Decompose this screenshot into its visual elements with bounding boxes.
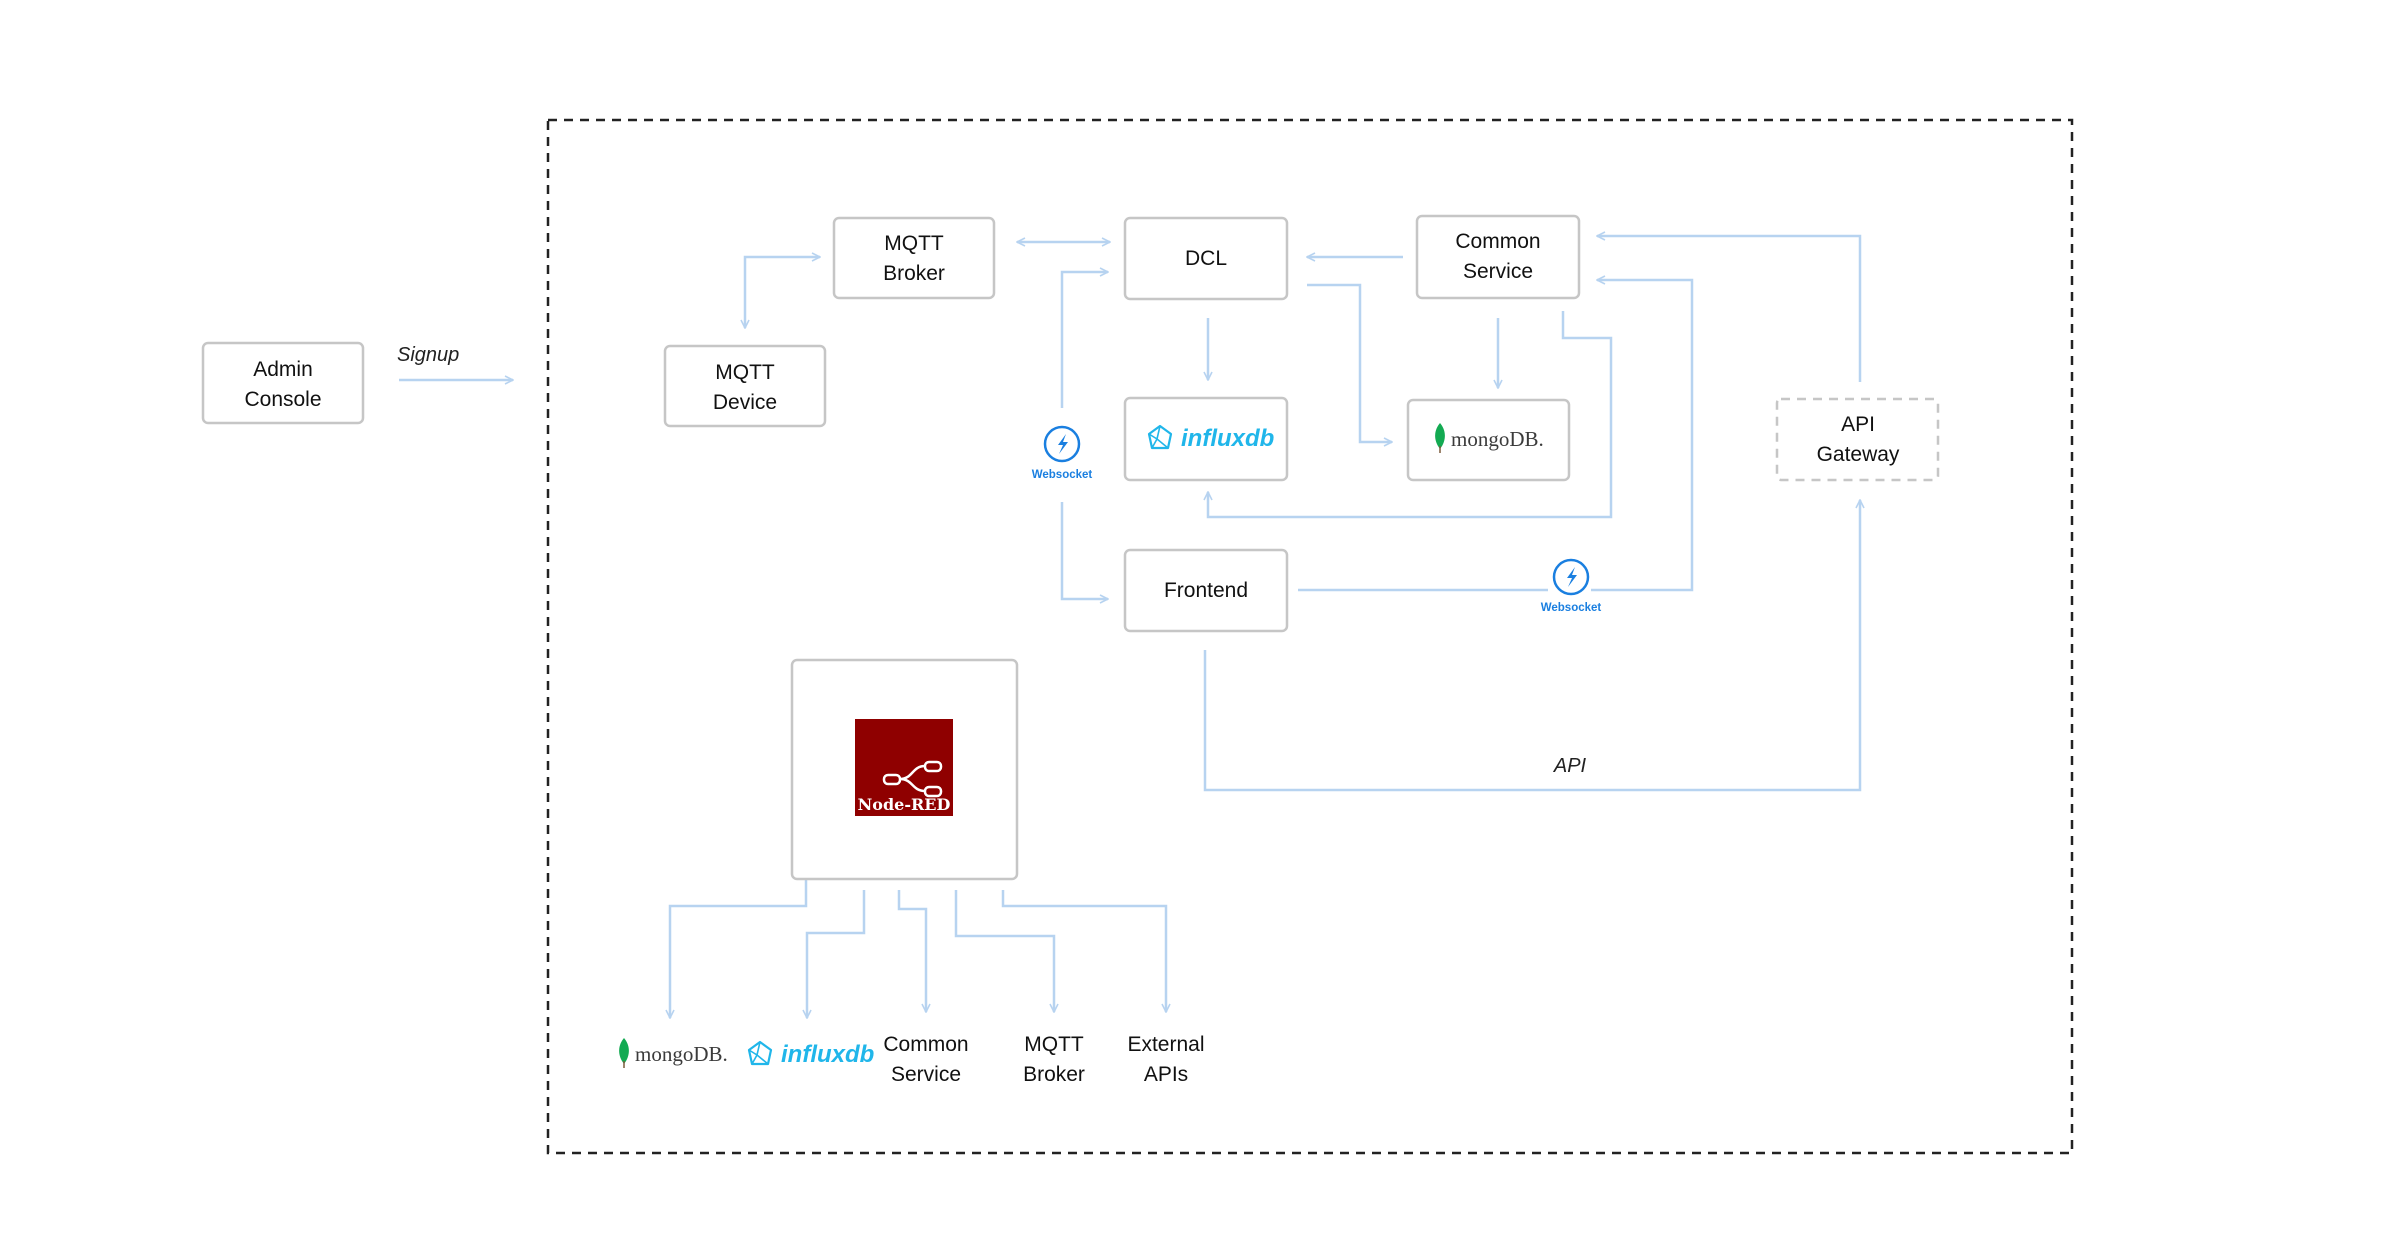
common-to-influx-arrow: [1208, 311, 1613, 519]
ws-to-dcl-arrow: [1060, 272, 1108, 408]
influxdb-icon: [747, 1040, 773, 1066]
target-external-apis: External APIs: [1127, 1033, 1204, 1086]
target-common-service-label-2: Service: [891, 1063, 961, 1086]
node-red-logo-text: Node-RED: [858, 795, 951, 814]
influxdb-node[interactable]: influxdb: [1123, 396, 1289, 482]
influxdb-logo-text: influxdb: [1181, 425, 1274, 452]
nodered-to-broker-arrow: [954, 890, 1054, 1012]
target-external-apis-label-1: External: [1127, 1033, 1204, 1056]
target-influxdb-text: influxdb: [781, 1041, 874, 1068]
gateway-to-common-arrow: [1597, 236, 1862, 382]
connectors: [399, 236, 1860, 1018]
admin-console-label-2: Console: [244, 388, 321, 411]
mqtt-broker-label-2: Broker: [883, 262, 945, 285]
websocket-left-label: Websocket: [1032, 469, 1093, 481]
mqtt-broker-node[interactable]: MQTT Broker: [832, 216, 996, 300]
frontend-to-gateway-api-arrow: [1203, 500, 1860, 792]
target-mongodb: mongoDB.: [618, 1037, 728, 1069]
admin-console-label-1: Admin: [253, 358, 313, 381]
node-red-logo: Node-RED: [855, 719, 953, 816]
api-gateway-node[interactable]: API Gateway: [1775, 397, 1940, 482]
common-service-node[interactable]: Common Service: [1415, 214, 1581, 300]
websocket-left: Websocket: [1032, 425, 1093, 481]
dcl-to-mongo-arrow: [1307, 283, 1392, 442]
target-mongodb-text: mongoDB.: [635, 1042, 728, 1066]
target-mqtt-broker-label-1: MQTT: [1024, 1033, 1084, 1056]
websocket-right: Websocket: [1541, 558, 1602, 614]
common-service-label-2: Service: [1463, 260, 1533, 283]
api-gateway-label-1: API: [1841, 413, 1875, 436]
mongodb-logo-text: mongoDB.: [1451, 427, 1544, 451]
mqtt-broker-label-1: MQTT: [884, 232, 944, 255]
websocket-right-label: Websocket: [1541, 602, 1602, 614]
mqtt-device-node[interactable]: MQTT Device: [663, 344, 827, 428]
nodered-to-mongo-arrow: [670, 880, 808, 1018]
mongodb-node[interactable]: mongoDB.: [1406, 398, 1571, 482]
target-influxdb: influxdb: [747, 1040, 874, 1068]
dcl-label: DCL: [1185, 247, 1227, 270]
nodered-to-external-arrow: [1001, 890, 1166, 1012]
admin-console-node[interactable]: Admin Console: [201, 341, 365, 425]
mqtt-device-label-1: MQTT: [715, 361, 775, 384]
broker-device-link: [745, 257, 820, 328]
target-mqtt-broker: MQTT Broker: [1023, 1033, 1085, 1086]
target-common-service-label-1: Common: [883, 1033, 968, 1056]
api-label: API: [1553, 755, 1587, 777]
ws-to-common-arrow: [1591, 280, 1694, 592]
dcl-node[interactable]: DCL: [1123, 216, 1289, 301]
mongodb-leaf-icon: [618, 1037, 630, 1069]
target-external-apis-label-2: APIs: [1144, 1063, 1188, 1086]
common-service-label-1: Common: [1455, 230, 1540, 253]
nodered-to-influx-arrow: [807, 890, 866, 1018]
target-mqtt-broker-label-2: Broker: [1023, 1063, 1085, 1086]
frontend-node[interactable]: Frontend: [1123, 548, 1289, 633]
signup-label: Signup: [397, 344, 459, 366]
frontend-label: Frontend: [1164, 579, 1248, 602]
websocket-icon: [1552, 558, 1590, 596]
system-boundary: [546, 118, 2074, 1155]
mqtt-device-label-2: Device: [713, 391, 777, 414]
api-gateway-label-2: Gateway: [1817, 443, 1900, 466]
ws-to-frontend-arrow: [1060, 502, 1108, 599]
target-common-service: Common Service: [883, 1033, 968, 1086]
node-red-node[interactable]: Node-RED: [790, 658, 1019, 881]
nodered-to-common-arrow: [897, 890, 926, 1012]
websocket-icon: [1043, 425, 1081, 463]
